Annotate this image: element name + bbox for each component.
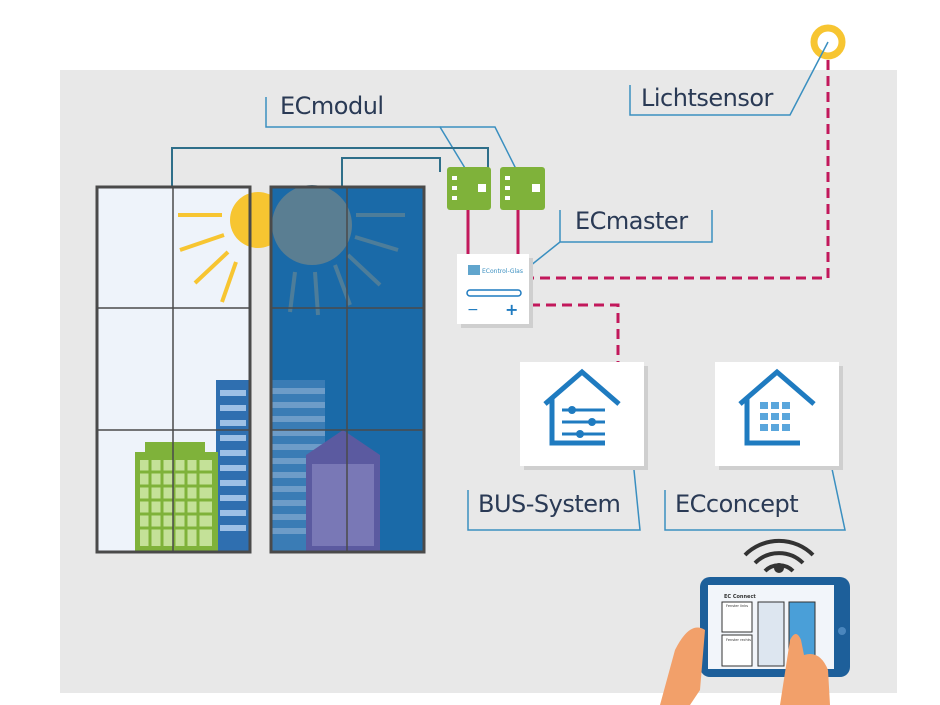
svg-text:+: + xyxy=(505,300,518,319)
ecmodul-device xyxy=(447,167,545,210)
svg-text:EC Connect: EC Connect xyxy=(724,594,756,600)
svg-text:Fenster links: Fenster links xyxy=(726,604,748,608)
label-lichtsensor: Lichtsensor xyxy=(641,84,773,112)
ecmaster-device: EControl-Glas − + xyxy=(457,254,533,328)
bus-wires xyxy=(530,60,830,362)
ecconcept-box xyxy=(715,362,843,470)
window-tinted xyxy=(269,185,426,554)
svg-text:Fenster rechts: Fenster rechts xyxy=(726,638,751,642)
module-wires xyxy=(466,210,520,256)
svg-text:−: − xyxy=(467,302,479,318)
label-ecmaster: ECmaster xyxy=(575,207,688,235)
label-bus-system: BUS-System xyxy=(478,490,621,518)
tablet: EC Connect Fenster links Fenster rechts xyxy=(660,577,850,705)
bus-system-box xyxy=(520,362,648,470)
leader-lines xyxy=(265,41,846,531)
window-cables xyxy=(171,147,489,186)
hand-left xyxy=(660,627,705,705)
label-ecconcept: ECconcept xyxy=(675,490,799,518)
hand-right xyxy=(780,634,830,705)
label-ecmodul: ECmodul xyxy=(280,92,384,120)
svg-text:EControl-Glas: EControl-Glas xyxy=(482,268,523,275)
light-sensor-icon xyxy=(810,24,846,60)
sun-icon-dimmed xyxy=(272,185,352,265)
